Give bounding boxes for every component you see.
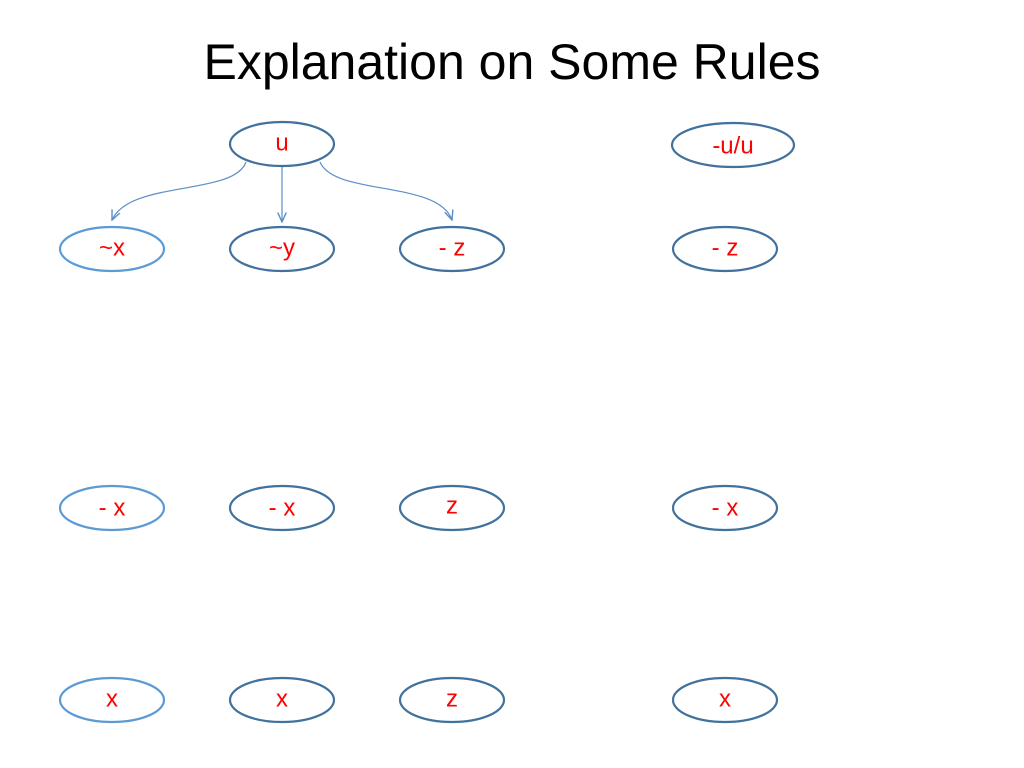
node-z-2-label: z: [446, 686, 458, 713]
edge-u-to-tilde-x: [112, 161, 247, 220]
node-x-3: x: [671, 676, 779, 724]
node-x-1: x: [58, 676, 166, 724]
node-neg-x-2: - x: [228, 484, 336, 532]
node-u: u: [228, 120, 336, 168]
node-neg-x-1: - x: [58, 484, 166, 532]
node-x-2-label: x: [276, 686, 288, 713]
node-neg-z-1-label: - z: [439, 235, 466, 262]
node-neg-u-over-u-label: -u/u: [712, 133, 753, 160]
slide-title: Explanation on Some Rules: [203, 34, 821, 90]
edges: [112, 161, 452, 222]
node-x-2: x: [228, 676, 336, 724]
node-tilde-x-label: ~x: [99, 235, 125, 262]
node-neg-x-2-label: - x: [269, 495, 296, 522]
node-tilde-x: ~x: [58, 225, 166, 273]
node-neg-z-1: - z: [398, 225, 506, 273]
node-neg-u-over-u: -u/u: [670, 121, 796, 169]
node-neg-x-1-label: - x: [99, 495, 126, 522]
node-tilde-y: ~y: [228, 225, 336, 273]
node-x-1-label: x: [106, 686, 118, 713]
node-u-label: u: [275, 130, 288, 157]
node-neg-x-3: - x: [671, 484, 779, 532]
node-z-1-label: z: [446, 493, 458, 520]
node-tilde-y-label: ~y: [269, 235, 295, 262]
edge-u-to-neg-z: [319, 161, 452, 220]
node-neg-x-3-label: - x: [712, 495, 739, 522]
node-z-1: z: [398, 484, 506, 532]
node-neg-z-2-label: - z: [712, 235, 739, 262]
node-z-2: z: [398, 676, 506, 724]
node-neg-z-2: - z: [671, 225, 779, 273]
node-x-3-label: x: [719, 686, 731, 713]
